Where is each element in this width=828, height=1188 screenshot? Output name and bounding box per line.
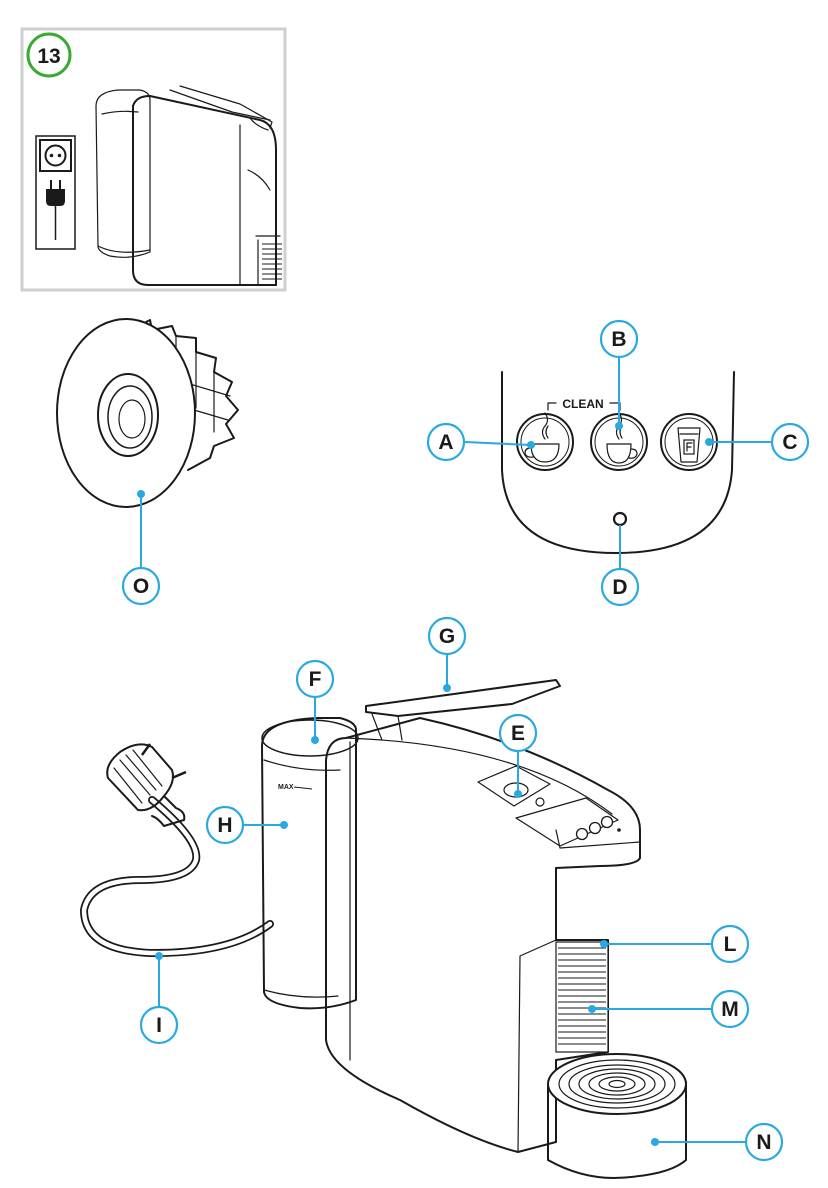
machine-body-drawing bbox=[325, 679, 641, 1153]
callout-h-label: H bbox=[217, 814, 232, 837]
espresso-button[interactable] bbox=[516, 412, 574, 471]
callout-b-label: B bbox=[611, 328, 626, 351]
clean-label: CLEAN bbox=[562, 397, 603, 411]
capsule-adapter-drawing bbox=[56, 318, 239, 508]
socket-icon bbox=[35, 135, 76, 250]
capsule-slot bbox=[477, 765, 551, 807]
plug-head bbox=[106, 743, 187, 827]
callout-o-label: O bbox=[133, 575, 149, 598]
status-light bbox=[612, 511, 628, 527]
clean-bracket: CLEAN bbox=[547, 397, 621, 411]
callout-i: I bbox=[139, 952, 179, 1045]
callout-h: H bbox=[205, 805, 288, 845]
callout-g: G bbox=[427, 616, 467, 692]
callout-d: D bbox=[600, 525, 640, 607]
callout-g-label: G bbox=[439, 625, 455, 648]
callout-i-label: I bbox=[156, 1014, 162, 1037]
top-buttons bbox=[515, 797, 621, 847]
water-tank-drawing: MAX bbox=[261, 717, 359, 1010]
callout-c-label: C bbox=[782, 431, 797, 454]
step-13-inset: 13 bbox=[20, 27, 287, 292]
callout-l: L bbox=[600, 924, 750, 964]
callout-n: N bbox=[651, 1122, 784, 1162]
espresso-cup-icon bbox=[524, 412, 560, 463]
callout-a: A bbox=[426, 422, 535, 462]
max-level-mark: MAX bbox=[278, 784, 294, 791]
power-cord-drawing bbox=[79, 743, 274, 958]
step-badge: 13 bbox=[26, 32, 72, 78]
step-number: 13 bbox=[37, 45, 60, 68]
callout-c: C bbox=[705, 422, 810, 462]
callout-e-label: E bbox=[511, 722, 525, 745]
callout-n-label: N bbox=[756, 1131, 771, 1154]
plug-icon bbox=[46, 180, 65, 240]
callout-b: B bbox=[599, 319, 639, 430]
callout-l-label: L bbox=[724, 933, 737, 956]
callout-f: F bbox=[295, 659, 335, 744]
drip-grille bbox=[555, 941, 609, 1053]
callout-f-label: F bbox=[309, 668, 322, 691]
inset-machine-sketch bbox=[95, 85, 282, 286]
callout-o: O bbox=[121, 490, 161, 606]
cold-brew-icon bbox=[677, 427, 701, 463]
callout-m-label: M bbox=[721, 998, 739, 1021]
callout-a-label: A bbox=[438, 431, 453, 454]
callout-m: M bbox=[588, 989, 750, 1029]
callout-e: E bbox=[498, 713, 538, 798]
drip-tray-drawing bbox=[547, 1053, 687, 1179]
callout-d-label: D bbox=[612, 576, 627, 599]
